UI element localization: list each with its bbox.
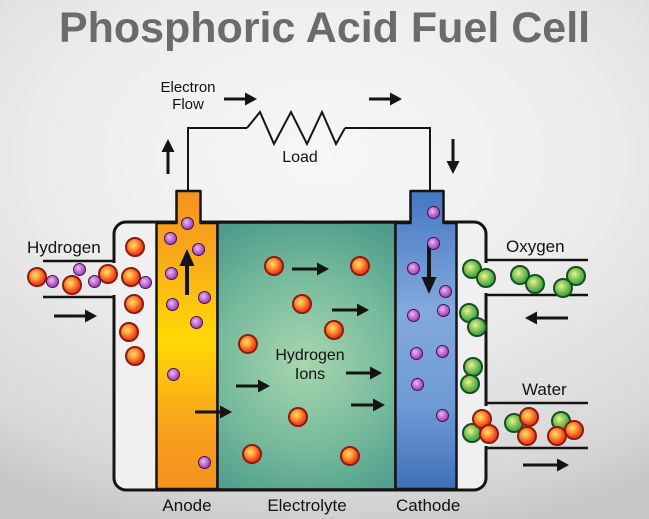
cathode-bar bbox=[394, 189, 458, 491]
hydrogen-ion bbox=[72, 262, 86, 276]
anode-up-arrow bbox=[179, 249, 195, 295]
circuit-wire-right bbox=[345, 127, 431, 191]
hydrogen-ion bbox=[426, 236, 440, 250]
hydrogen-ion bbox=[166, 367, 180, 381]
circuit-wire-left bbox=[187, 127, 247, 191]
water-label: Water bbox=[522, 380, 567, 399]
electron-flow-line2: Flow bbox=[172, 96, 204, 114]
hydrogen-ion bbox=[410, 377, 424, 391]
oxygen-label: Oxygen bbox=[506, 237, 565, 256]
hydrogen-ion bbox=[189, 315, 203, 329]
electron-flow-arrow-left bbox=[224, 92, 257, 106]
hydrogen-molecule bbox=[121, 267, 141, 287]
hydrogen-molecule bbox=[564, 420, 584, 440]
hydrogen-ion bbox=[197, 290, 211, 304]
hydrogen-ion bbox=[436, 303, 450, 317]
ion-flow-arrow-1 bbox=[292, 262, 329, 276]
hydrogen-ion bbox=[45, 274, 59, 288]
hydrogen-molecule bbox=[242, 444, 262, 464]
oxygen-molecule bbox=[460, 374, 480, 394]
hydrogen-ion bbox=[163, 231, 177, 245]
hydrogen-molecule bbox=[292, 294, 312, 314]
load-label: Load bbox=[282, 149, 318, 166]
page-title: Phosphoric Acid Fuel Cell bbox=[58, 4, 591, 52]
hydrogen-ion bbox=[435, 408, 449, 422]
hydrogen-molecule bbox=[119, 322, 139, 342]
hydrogen-ion bbox=[164, 266, 178, 280]
hydrogen-molecule bbox=[350, 256, 370, 276]
hydrogen-ion bbox=[180, 216, 194, 230]
hydrogen-molecule bbox=[98, 264, 118, 284]
hydrogen-ion bbox=[426, 205, 440, 219]
hydrogen-molecule bbox=[124, 294, 144, 314]
hydrogen-ion bbox=[138, 275, 152, 289]
hydrogen-molecule bbox=[340, 446, 360, 466]
hydrogen-ion bbox=[435, 344, 449, 358]
hydrogen-ion bbox=[409, 346, 423, 360]
hydrogen-molecule bbox=[288, 407, 308, 427]
load-resistor bbox=[246, 109, 346, 147]
hydrogen-molecule bbox=[62, 275, 82, 295]
hydrogen-ions-label: Hydrogen Ions bbox=[260, 346, 360, 384]
cathode-label: Cathode bbox=[396, 496, 461, 515]
wire-up-arrow bbox=[161, 139, 175, 174]
hydrogen-inflow-arrow bbox=[54, 309, 97, 323]
ion-flow-arrow-3 bbox=[346, 366, 382, 380]
oxygen-inflow-arrow bbox=[525, 311, 568, 325]
hydrogen-ions-line1: Hydrogen bbox=[275, 347, 345, 364]
hydrogen-molecule bbox=[264, 256, 284, 276]
hydrogen-ion bbox=[165, 297, 179, 311]
electron-flow-line1: Electron bbox=[160, 79, 216, 96]
electrolyte-label: Electrolyte bbox=[267, 496, 347, 515]
hydrogen-molecule bbox=[519, 407, 539, 427]
hydrogen-label: Hydrogen bbox=[27, 238, 101, 257]
hydrogen-ion bbox=[406, 261, 420, 275]
electron-flow-arrow-right bbox=[369, 92, 402, 106]
hydrogen-ion bbox=[197, 455, 211, 469]
ion-flow-arrow-5 bbox=[236, 379, 270, 393]
hydrogen-ion bbox=[191, 242, 205, 256]
oxygen-molecule bbox=[553, 278, 573, 298]
wire-down-arrow bbox=[446, 139, 460, 174]
oxygen-molecule bbox=[467, 317, 487, 337]
oxygen-molecule bbox=[476, 268, 496, 288]
oxygen-molecule bbox=[525, 274, 545, 294]
hydrogen-molecule bbox=[238, 334, 258, 354]
electron-flow-label: Electron Flow bbox=[148, 79, 228, 114]
hydrogen-ion bbox=[406, 308, 420, 322]
ion-flow-arrow-6 bbox=[195, 405, 232, 419]
water-outflow-arrow bbox=[523, 458, 569, 472]
hydrogen-molecule bbox=[517, 426, 537, 446]
hydrogen-ions-line2: Ions bbox=[294, 366, 326, 384]
ion-flow-arrow-4 bbox=[351, 398, 385, 412]
hydrogen-molecule bbox=[27, 267, 47, 287]
hydrogen-molecule bbox=[324, 320, 344, 340]
cathode-down-arrow bbox=[421, 245, 437, 294]
anode-label: Anode bbox=[162, 496, 212, 515]
hydrogen-ion bbox=[87, 274, 101, 288]
hydrogen-molecule bbox=[125, 346, 145, 366]
hydrogen-ion bbox=[438, 284, 452, 298]
hydrogen-molecule bbox=[125, 237, 145, 257]
ion-flow-arrow-2 bbox=[332, 303, 369, 317]
hydrogen-molecule bbox=[479, 424, 499, 444]
